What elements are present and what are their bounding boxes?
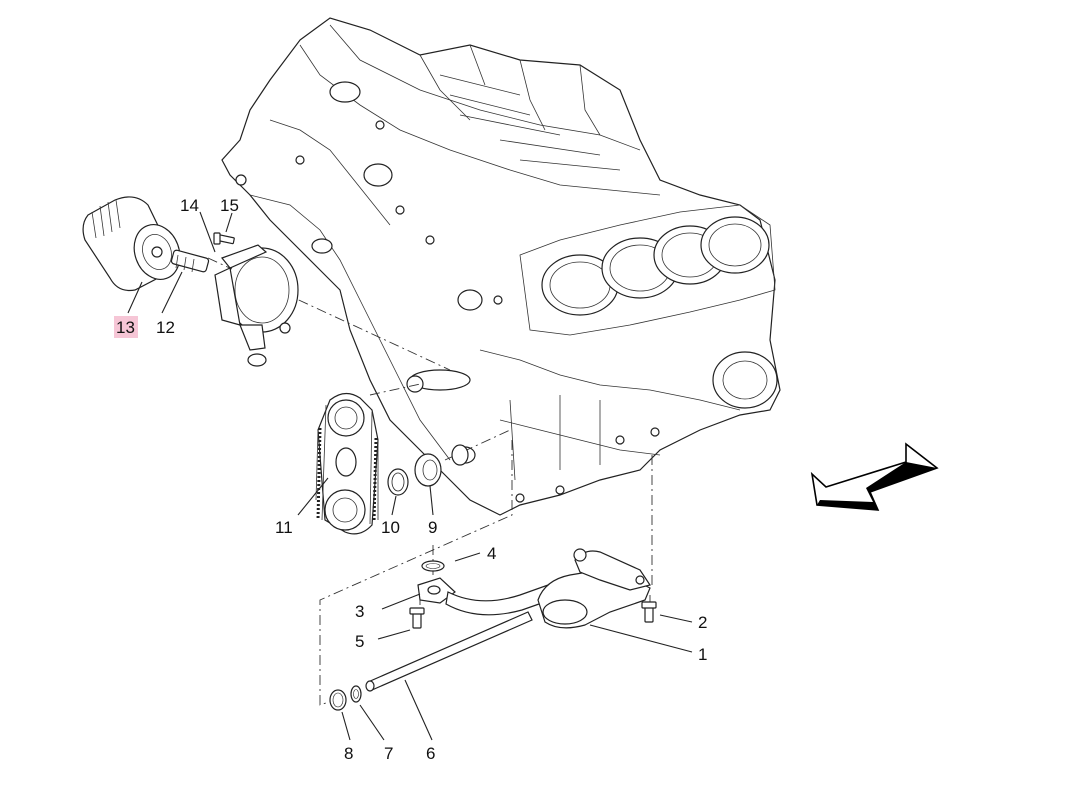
- cylinder-bores: [541, 216, 778, 409]
- filter-housing: [214, 244, 299, 367]
- callout-14[interactable]: 14: [180, 196, 199, 215]
- filter-fitting: [170, 249, 210, 273]
- direction-arrow-icon: [810, 442, 939, 511]
- oil-pickup-pipe: [417, 577, 557, 616]
- seal-ring: [414, 444, 469, 487]
- oil-filter: [82, 196, 181, 292]
- callout-5[interactable]: 5: [355, 632, 364, 651]
- housing-bolt: [213, 232, 235, 245]
- callout-15[interactable]: 15: [220, 196, 239, 215]
- o-ring: [421, 560, 445, 572]
- shaft-washer: [350, 685, 362, 703]
- callout-11[interactable]: 11: [275, 518, 293, 537]
- callout-10[interactable]: 10: [381, 518, 400, 537]
- callout-8[interactable]: 8: [344, 744, 353, 763]
- callout-12[interactable]: 12: [156, 318, 175, 337]
- callout-13[interactable]: 13: [116, 318, 135, 337]
- callout-9[interactable]: 9: [428, 518, 437, 537]
- circlip: [387, 468, 409, 496]
- callout-labels: 1 2 3 4 5 6 7 8 9 10 11 12 13 14 15: [116, 196, 707, 763]
- timing-chain-drive: [315, 392, 379, 535]
- callout-4[interactable]: 4: [487, 544, 496, 563]
- shaft-circlip: [329, 689, 347, 711]
- callout-1[interactable]: 1: [698, 645, 707, 664]
- callout-6[interactable]: 6: [426, 744, 435, 763]
- pump-bolt: [641, 601, 657, 623]
- callout-highlight: [114, 316, 138, 338]
- pipe-bolt: [409, 607, 425, 629]
- callout-7[interactable]: 7: [384, 744, 393, 763]
- engine-block: [221, 17, 781, 516]
- callout-2[interactable]: 2: [698, 613, 707, 632]
- oil-pump: [537, 548, 651, 629]
- pump-drive-shaft: [365, 611, 533, 692]
- leader-lines: [127, 211, 693, 741]
- callout-3[interactable]: 3: [355, 602, 364, 621]
